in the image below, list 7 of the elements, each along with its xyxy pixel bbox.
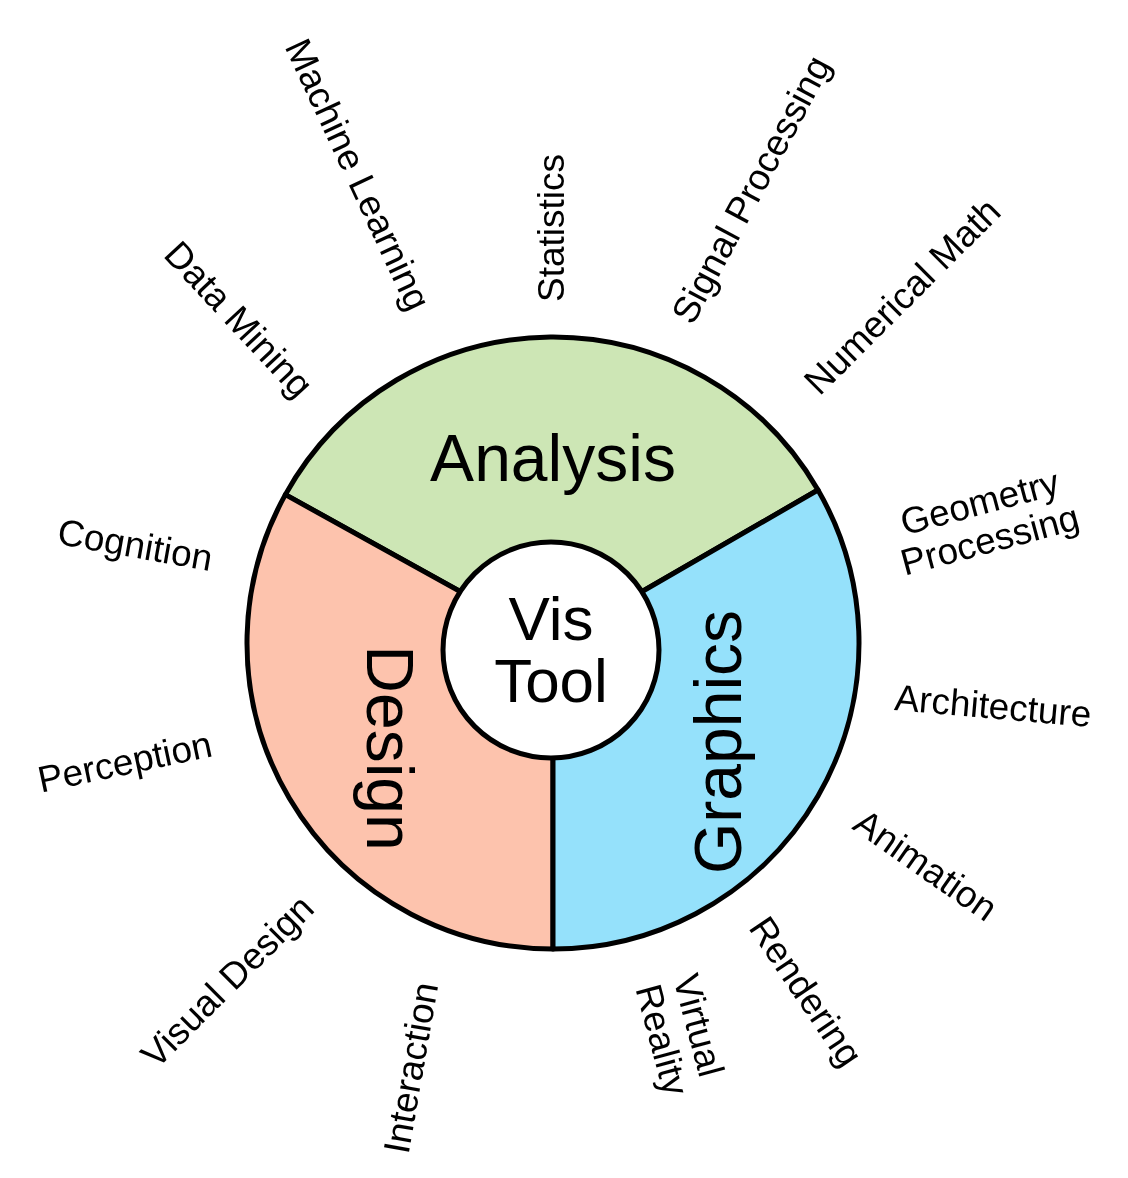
segment-label: Vis Tool — [494, 588, 608, 712]
topic-label: Interaction — [377, 979, 447, 1157]
topic-label: Statistics — [532, 154, 572, 302]
topic-label: Perception — [34, 725, 216, 801]
topic-label: Architecture — [892, 679, 1094, 735]
topic-label: Virtual Reality — [627, 970, 733, 1100]
topic-label: Cognition — [54, 513, 216, 579]
